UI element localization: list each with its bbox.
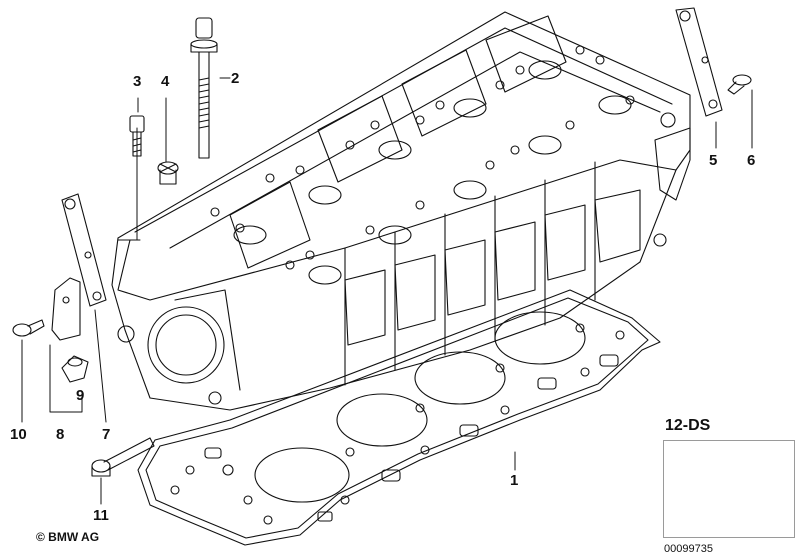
diagram-id: 00099735 xyxy=(664,543,713,555)
callout-5: 5 xyxy=(709,152,718,169)
head-bolt xyxy=(190,17,218,159)
leader-lines xyxy=(21,77,753,505)
callout-11: 11 xyxy=(93,507,109,524)
sensor xyxy=(61,355,89,383)
screw-right xyxy=(727,74,752,95)
callout-8: 8 xyxy=(56,426,65,443)
lifting-eye-left xyxy=(61,193,107,307)
copyright-text: © BMW AG xyxy=(36,530,100,544)
vehicle-thumbnail-frame xyxy=(663,440,795,538)
callout-7: 7 xyxy=(102,426,111,443)
bracket xyxy=(51,277,81,341)
callout-4: 4 xyxy=(161,73,170,90)
lifting-eye-right xyxy=(675,7,723,117)
callout-10: 10 xyxy=(10,426,27,443)
callout-2: 2 xyxy=(231,70,240,87)
bolt-left xyxy=(12,319,45,337)
model-code: 12-DS xyxy=(665,417,711,434)
cylinder-head xyxy=(111,11,691,411)
callout-3: 3 xyxy=(133,73,142,90)
callout-1: 1 xyxy=(510,472,519,489)
callout-9: 9 xyxy=(76,387,85,404)
socket-bolt xyxy=(91,437,155,477)
plug xyxy=(157,161,179,185)
head-gasket xyxy=(137,289,661,546)
callout-6: 6 xyxy=(747,152,756,169)
